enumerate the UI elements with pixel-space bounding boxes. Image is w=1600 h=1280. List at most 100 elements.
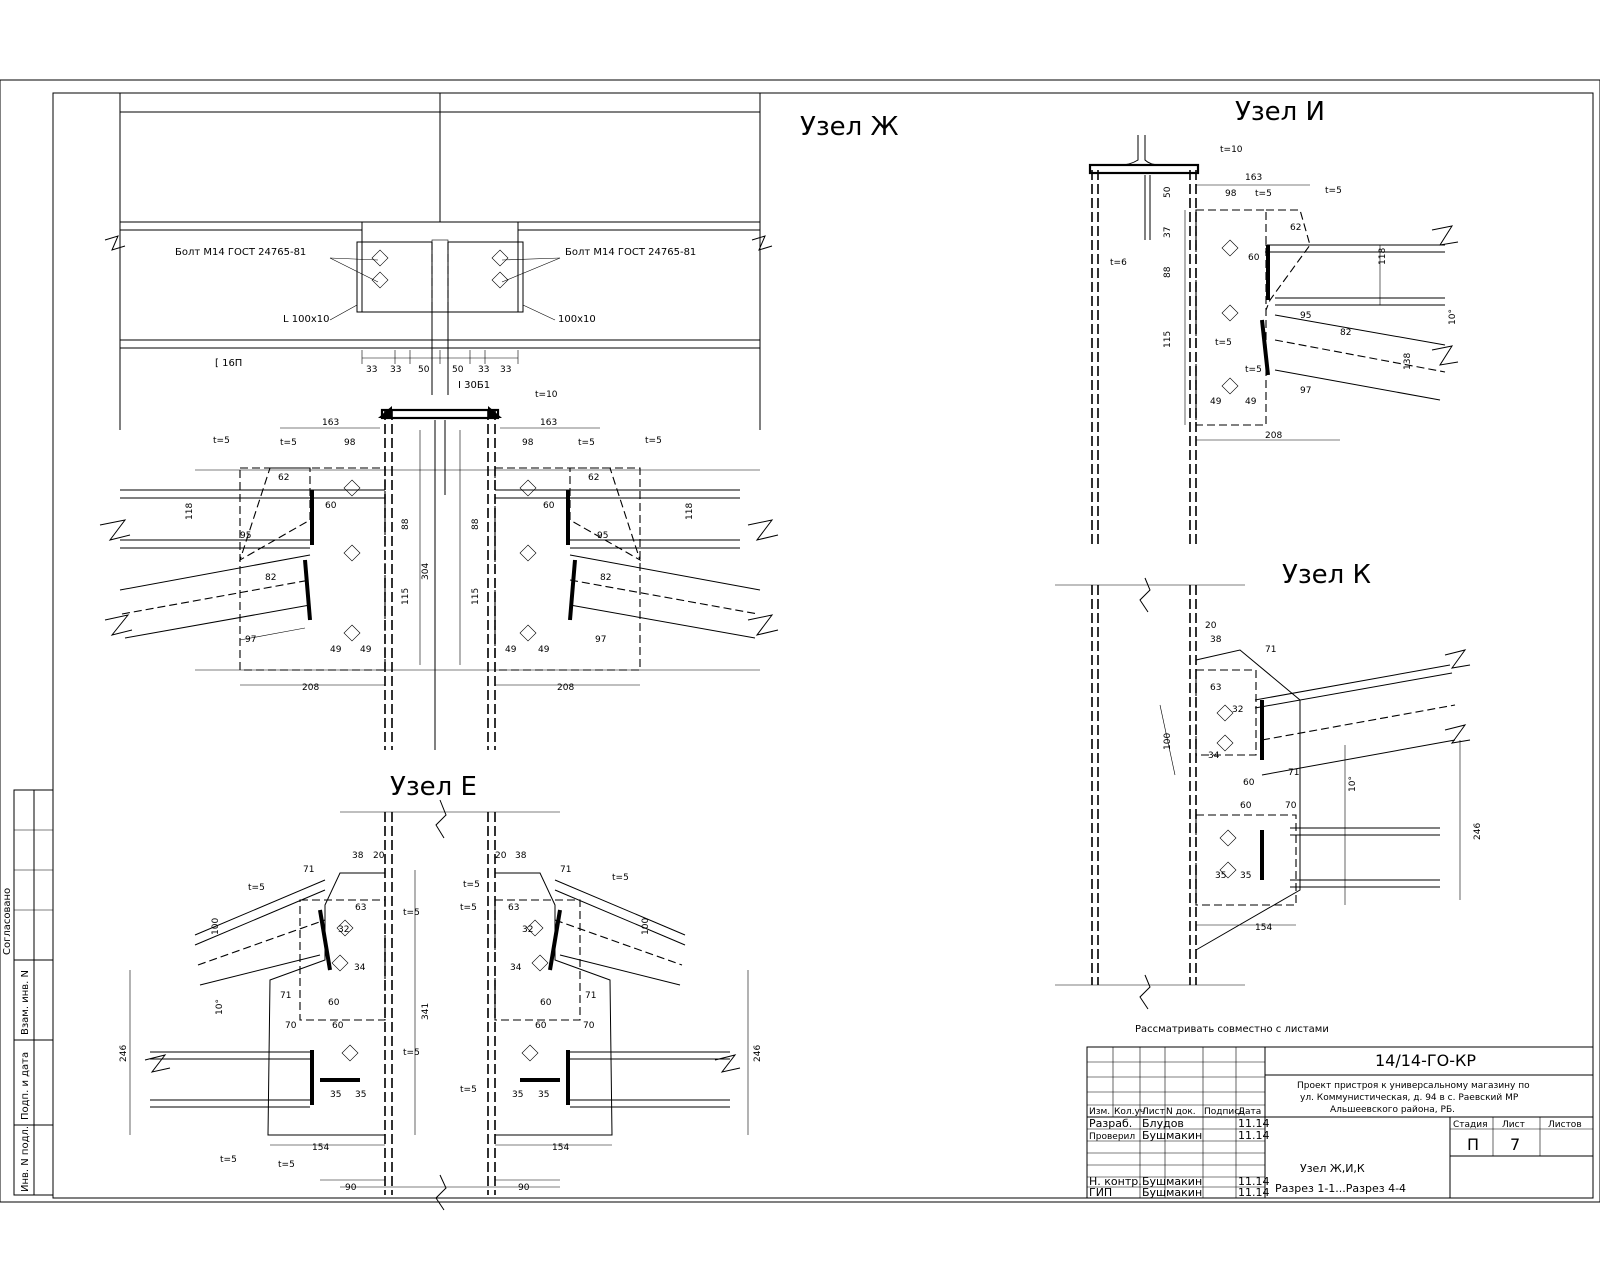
label-ibeam: I 30Б1 [458,380,490,391]
tb-project-line3: Альшеевского района, РБ. [1330,1105,1455,1115]
node-i-drawing [1088,135,1459,545]
tb-col-ndoc: N док. [1166,1107,1196,1117]
dim-71-e-b: 71 [560,865,571,875]
dim-34-e-r: 34 [510,963,522,973]
label-t5-i-a: t=5 [1255,189,1272,199]
dim-115-left: 115 [401,588,411,605]
dim-95-i: 95 [1300,311,1311,321]
dim-32-k: 32 [1232,705,1243,715]
dim-246-e-r: 246 [753,1045,763,1062]
dim-49-c: 49 [505,645,517,655]
node-zh-drawing [99,93,779,750]
tb-role-check: Проверил [1089,1132,1135,1142]
sheet-outer-frame [0,79,1600,1203]
dim-38-k: 38 [1210,635,1222,645]
title-node-i: Узел И [1235,97,1325,127]
dim-115-i: 115 [1163,331,1173,348]
dim-10deg-k: 10° [1348,776,1358,792]
label-angle-left: L 100х10 [283,314,329,325]
dim-37-i: 37 [1163,227,1173,238]
label-bolt-left: Болт М14 ГОСТ 24765-81 [175,247,306,258]
dim-49-b: 49 [360,645,372,655]
tb-sheet-v: 7 [1510,1135,1520,1154]
dim-60-e-d: 60 [535,1021,547,1031]
dim-38-e-r: 38 [515,851,527,861]
tb-role-gip: ГИП [1089,1186,1112,1199]
tb-date4: 11.14 [1238,1186,1270,1199]
dim-82-right: 82 [600,573,611,583]
dim-100-k: 100 [1163,733,1173,750]
tb-role-nkontr: Н. контр. [1089,1175,1142,1188]
dim-82-i: 82 [1340,328,1351,338]
dim-208-i: 208 [1265,431,1282,441]
dim-62-right: 62 [588,473,599,483]
tb-sheet-title1: Узел Ж,И,К [1300,1162,1365,1175]
tb-date3: 11.14 [1238,1175,1270,1188]
label-t5-e-b: t=5 [403,908,420,918]
dim-32-e-r: 32 [522,925,533,935]
label-t5-c: t=5 [578,438,595,448]
label-t5-e-d: t=5 [220,1155,237,1165]
dim-60-left: 60 [325,501,337,511]
label-t5-e-c: t=5 [403,1048,420,1058]
dim-62-left: 62 [278,473,289,483]
dim-35-e-b: 35 [355,1090,366,1100]
label-t10-i: t=10 [1220,145,1243,155]
dim-304: 304 [421,563,431,580]
dim-71-k-b: 71 [1288,768,1299,778]
dim-118-left: 118 [185,503,195,520]
dim-33-c: 33 [478,365,489,375]
tb-sheet-title2: Разрез 1-1...Разрез 4-4 [1275,1182,1406,1195]
label-t6-i: t=6 [1110,258,1127,268]
dim-98-right: 98 [522,438,534,448]
dim-60-e-b: 60 [540,998,552,1008]
node-e-drawing [129,799,749,1211]
dim-35-k-b: 35 [1240,871,1251,881]
title-node-zh: Узел Ж [800,112,899,142]
dim-35-e-c: 35 [512,1090,523,1100]
label-t5-e-f: t=5 [463,880,480,890]
label-t5-e-h: t=5 [460,903,477,913]
dim-118-right: 118 [685,503,695,520]
dim-246-k: 246 [1473,823,1483,840]
sheet-inner-frame [52,92,1594,1199]
dim-33-b: 33 [390,365,401,375]
dim-97-right: 97 [595,635,606,645]
label-t5-e-i: t=5 [460,1085,477,1095]
dim-98-left: 98 [344,438,356,448]
dim-62-i: 62 [1290,223,1301,233]
title-node-k: Узел К [1282,560,1371,590]
dim-10deg-i: 10° [1448,309,1458,325]
tb-sheet-h: Лист [1502,1120,1525,1130]
sidebar-inv-no: Взам. инв. N [20,970,31,1035]
dim-98-i: 98 [1225,189,1237,199]
dim-60-e-a: 60 [328,998,340,1008]
dim-97-i: 97 [1300,386,1311,396]
dim-163-left: 163 [322,418,339,428]
dim-90-e-r: 90 [518,1183,530,1193]
sidebar-agreed: Согласовано [2,888,13,955]
title-node-e: Узел Е [390,772,477,802]
dim-154-e-r: 154 [552,1143,569,1153]
dim-163-right: 163 [540,418,557,428]
note-see-sheets: Рассматривать совместно с листами [1135,1024,1329,1035]
dim-34-e-l: 34 [354,963,366,973]
tb-date1: 11.14 [1238,1117,1270,1130]
dim-71-e-a: 71 [303,865,314,875]
label-t5-b: t=5 [280,438,297,448]
dim-49-i-a: 49 [1210,397,1222,407]
tb-col-izm: Изм. [1089,1107,1110,1117]
label-t10-zh: t=10 [535,390,558,400]
tb-project-line2: ул. Коммунистическая, д. 94 в с. Раевски… [1300,1093,1519,1103]
dim-20-e-l: 20 [373,851,385,861]
dim-32-e-l: 32 [338,925,349,935]
dim-154-k: 154 [1255,923,1272,933]
tb-role-dev: Разраб. [1089,1117,1132,1130]
dim-38-e-l: 38 [352,851,364,861]
dim-82-left: 82 [265,573,276,583]
dim-33-a: 33 [366,365,377,375]
label-angle-right: 100х10 [558,314,596,325]
title-block [1086,1046,1594,1199]
tb-col-sign: Подпись [1204,1107,1244,1117]
dim-20-e-r: 20 [495,851,507,861]
